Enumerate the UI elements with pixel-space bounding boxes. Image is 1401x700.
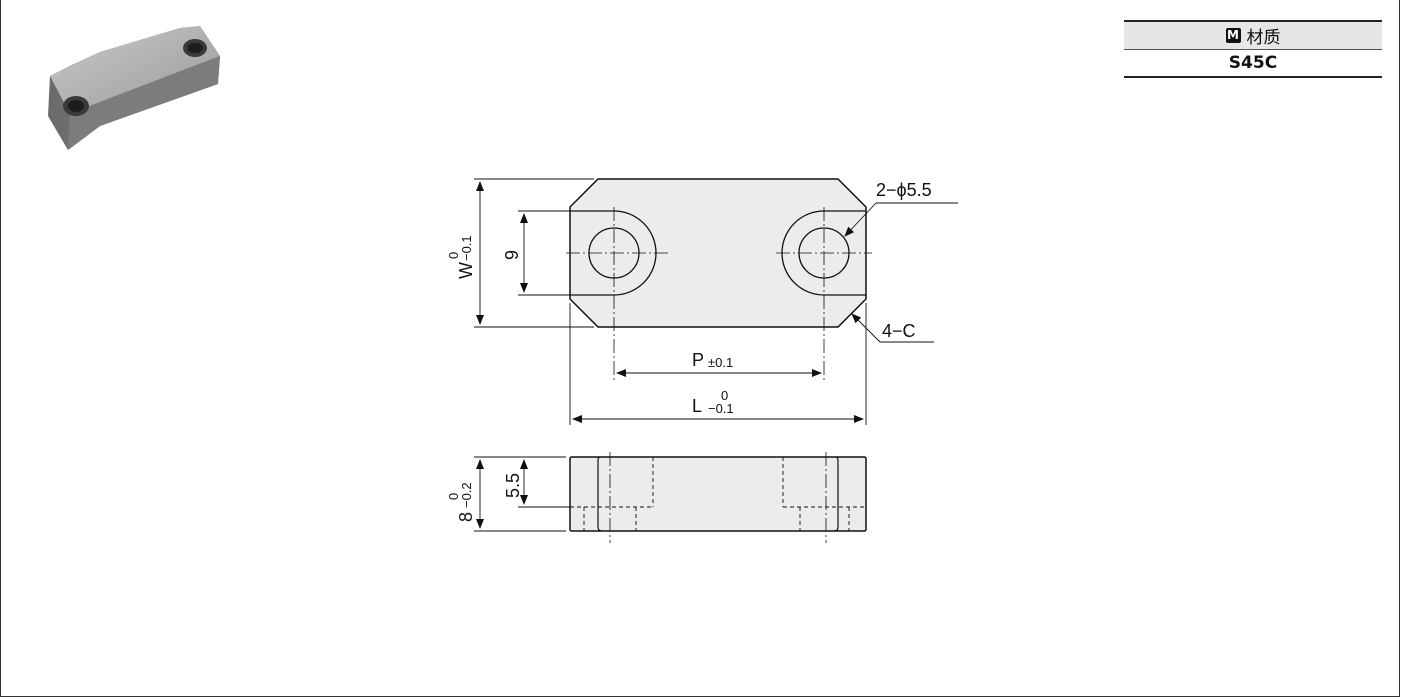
hole-callout-leader [844, 202, 958, 237]
chamfer-callout: 4−C [882, 321, 916, 341]
hole-spacing-label: 9 [502, 250, 522, 260]
width-tol-lower: −0.1 [459, 235, 474, 261]
side-view-centerlines [609, 452, 827, 543]
hole-callout: 2−ϕ5.5 [876, 180, 932, 200]
counterbore-label: 5.5 [503, 473, 523, 498]
top-view-outline [569, 178, 867, 328]
material-badge-icon: M [1225, 28, 1241, 43]
height-dimension [474, 456, 566, 532]
side-view-outline [569, 456, 867, 532]
height-label-group: 8 0 −0.2 [446, 482, 476, 522]
length-tol-upper: 0 [721, 388, 728, 403]
material-header-label: 材质 [1246, 28, 1281, 48]
pitch-label: P [692, 350, 704, 370]
length-dimension [569, 303, 867, 425]
top-view: W 0 −0.1 9 2−ϕ5.5 4−C P ±0.1 [446, 178, 958, 425]
top-view-centerlines [566, 207, 872, 380]
material-table-header: M 材质 [1124, 22, 1382, 49]
material-table-top-rule [1124, 20, 1382, 22]
material-value: S45C [1228, 53, 1278, 73]
length-label: L [692, 396, 702, 416]
width-tol-upper: 0 [446, 252, 461, 259]
material-table-bottom-rule [1124, 76, 1382, 78]
block-part-photo [48, 26, 220, 150]
width-label: W [456, 262, 476, 279]
side-view-hidden-lines [570, 457, 866, 531]
length-tol-lower: −0.1 [708, 401, 734, 416]
height-label: 8 [456, 512, 476, 522]
pitch-tol: ±0.1 [708, 355, 733, 370]
counterbore-dimension [518, 459, 570, 508]
height-tol-lower: −0.2 [459, 482, 474, 508]
height-tol-upper: 0 [446, 493, 461, 500]
page-frame-left [0, 0, 1, 697]
width-dimension [474, 178, 594, 328]
hole-spacing-dimension [518, 210, 578, 296]
side-view: 8 0 −0.2 5.5 [446, 452, 867, 543]
material-table-mid-rule [1124, 49, 1382, 50]
side-view-chamfer-lines [597, 456, 839, 532]
material-table: M 材质 S45C [1124, 20, 1382, 78]
width-label-group: W 0 −0.1 [446, 235, 476, 279]
